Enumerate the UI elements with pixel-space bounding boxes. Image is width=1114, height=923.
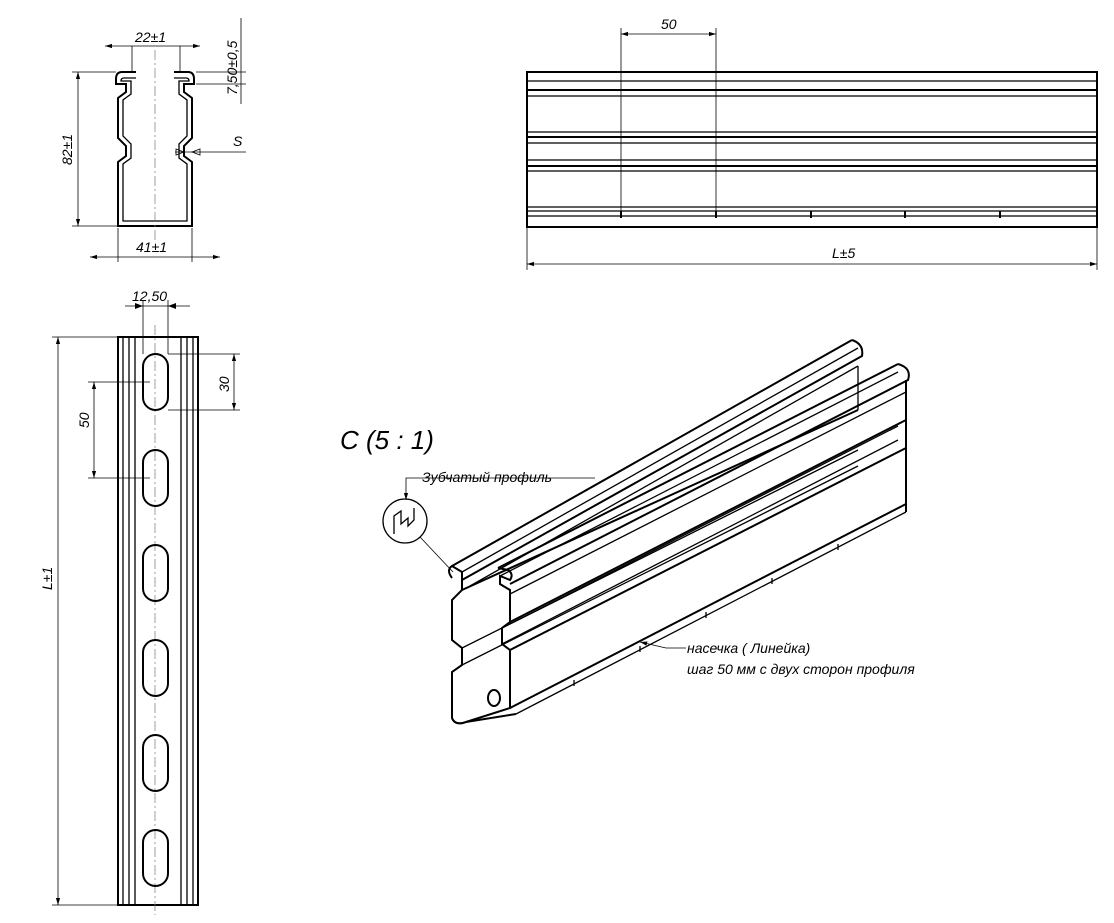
iso-edges: [451, 339, 910, 723]
side-view: 50 L±5: [526, 16, 1098, 270]
front-outline: [117, 336, 199, 906]
front-view: 12,50 30 50 L±1: [39, 288, 240, 915]
detail-leader-line: [419, 536, 454, 573]
dim-width-top: 22±1: [134, 29, 166, 45]
profile-note-leader: [403, 477, 595, 500]
cross-section-view: 22±1 7,50±0,5 82±1 S 41±1: [59, 18, 246, 262]
slot: [142, 829, 169, 887]
dim-length-side: L±5: [832, 245, 855, 261]
dim-slot-length: 30: [216, 376, 232, 392]
dim-slot-width: 12,50: [132, 288, 167, 304]
dim-length-front: L±1: [39, 567, 55, 590]
dim-pitch-front: 50: [76, 412, 92, 428]
isometric-view: C (5 : 1) Зубчатый профиль насечка ( Лин…: [340, 339, 915, 725]
note-profile: Зубчатый профиль: [422, 469, 552, 485]
dim-thickness: S: [233, 133, 243, 149]
dim-height: 82±1: [59, 134, 75, 165]
iso-end-face: [448, 564, 513, 725]
notch-note-leader: [639, 641, 686, 649]
dim-pitch-side: 50: [661, 16, 677, 32]
dim-width-bottom: 41±1: [136, 239, 167, 255]
slot: [142, 639, 169, 697]
slot: [142, 544, 169, 602]
note-notch-2: шаг 50 мм с двух сторон профиля: [687, 661, 915, 677]
note-notch-1: насечка ( Линейка): [687, 640, 810, 656]
slot-holes: [142, 353, 169, 887]
dim-lip-height: 7,50±0,5: [224, 40, 240, 95]
iso-notches: [573, 544, 839, 686]
side-notches: [620, 211, 1001, 218]
side-outline: [526, 71, 1098, 228]
slot: [142, 734, 169, 792]
detail-title: C (5 : 1): [340, 425, 434, 455]
